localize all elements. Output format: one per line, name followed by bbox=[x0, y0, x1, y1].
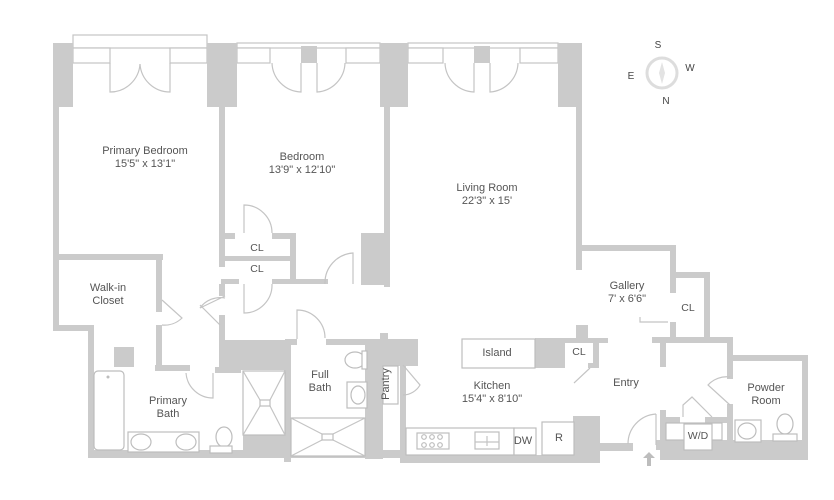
room-name-line1: Walk-in bbox=[89, 282, 127, 294]
room-name: Living Room bbox=[456, 182, 518, 194]
toilet-icon bbox=[776, 413, 794, 435]
walls bbox=[53, 43, 808, 463]
room-name: Primary Bedroom bbox=[102, 145, 188, 157]
room-name: Bedroom bbox=[279, 151, 325, 163]
compass-south: S bbox=[654, 40, 662, 51]
closet-label: CL bbox=[681, 302, 695, 314]
closet-label: CL bbox=[572, 346, 586, 358]
window-band-primary-bedroom bbox=[72, 34, 208, 64]
room-label-pantry: Pantry bbox=[379, 368, 392, 400]
room-label-bedroom: Bedroom 13'9" x 12'10" bbox=[269, 151, 335, 177]
washer-dryer-label: W/D bbox=[687, 430, 709, 442]
room-label-primary-bath: Primary Bath bbox=[149, 395, 187, 421]
room-name: Entry bbox=[613, 377, 639, 389]
room-name: Kitchen bbox=[473, 380, 511, 392]
room-dimensions: 15'5" x 13'1" bbox=[114, 158, 176, 170]
island-label: Island bbox=[482, 347, 512, 359]
bathtub-icon bbox=[93, 370, 125, 451]
closet-label: CL bbox=[250, 242, 264, 254]
island-box bbox=[461, 338, 536, 369]
room-name-line2: Closet bbox=[92, 295, 124, 307]
refrigerator-label: R bbox=[555, 432, 563, 444]
room-name-line2: Bath bbox=[156, 408, 180, 420]
fixtures bbox=[93, 338, 798, 466]
room-label-entry: Entry bbox=[613, 377, 639, 390]
room-dimensions: 22'3" x 15' bbox=[461, 195, 513, 207]
pantry-box bbox=[382, 365, 399, 405]
room-name: Gallery bbox=[609, 280, 645, 292]
room-dimensions: 13'9" x 12'10" bbox=[268, 164, 336, 176]
room-name-line1: Full bbox=[311, 369, 329, 381]
room-label-powder-room: Powder Room bbox=[747, 382, 784, 408]
room-name-line2: Bath bbox=[308, 382, 332, 394]
washer-dryer-box bbox=[683, 423, 713, 451]
room-name-line1: Powder bbox=[747, 382, 785, 394]
refrigerator-box bbox=[541, 421, 575, 456]
dishwasher-box bbox=[513, 427, 537, 456]
room-label-full-bath: Full Bath bbox=[309, 369, 332, 395]
room-label-gallery: Gallery 7' x 6'6" bbox=[608, 280, 646, 306]
doors bbox=[109, 62, 731, 445]
dishwasher-label: DW bbox=[513, 435, 533, 447]
compass-icon bbox=[645, 56, 679, 90]
compass-east: E bbox=[627, 71, 635, 82]
room-name-line2: Room bbox=[751, 395, 781, 407]
room-label-walk-in-closet: Walk-in Closet bbox=[90, 282, 126, 308]
room-dimensions: 7' x 6'6" bbox=[607, 293, 647, 305]
toilet-icon bbox=[215, 426, 233, 448]
window-band-bedroom bbox=[236, 42, 381, 64]
room-label-living-room: Living Room 22'3" x 15' bbox=[456, 182, 517, 208]
room-label-primary-bedroom: Primary Bedroom 15'5" x 13'1" bbox=[102, 145, 188, 171]
entry-arrow-icon bbox=[643, 452, 655, 466]
compass-west: W bbox=[685, 63, 695, 74]
room-name-line1: Primary bbox=[149, 395, 187, 407]
room-label-kitchen: Kitchen 15'4" x 8'10" bbox=[462, 380, 522, 406]
closet-label: CL bbox=[250, 263, 264, 275]
compass-north: N bbox=[662, 96, 670, 107]
room-dimensions: 15'4" x 8'10" bbox=[461, 393, 523, 405]
